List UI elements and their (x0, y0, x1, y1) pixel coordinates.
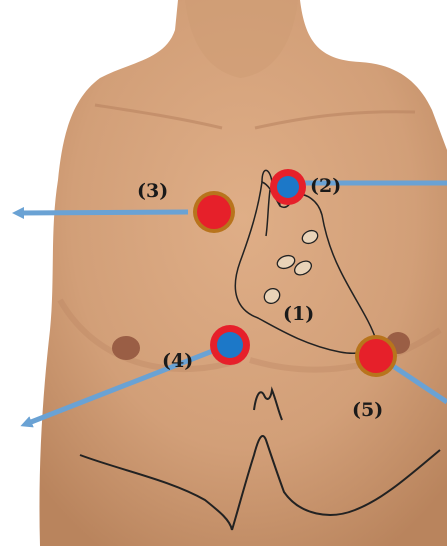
label-3: (3) (137, 180, 168, 202)
nipple-left (112, 336, 140, 360)
marker-5 (355, 335, 397, 377)
label-1: (1) (283, 303, 314, 325)
marker-3 (193, 191, 235, 233)
arrow-3 (18, 212, 188, 213)
label-2: (2) (310, 175, 341, 197)
marker-2 (270, 169, 306, 205)
label-4: (4) (162, 350, 193, 372)
torso (39, 0, 447, 546)
marker-4 (210, 325, 250, 365)
label-5: (5) (352, 399, 383, 421)
